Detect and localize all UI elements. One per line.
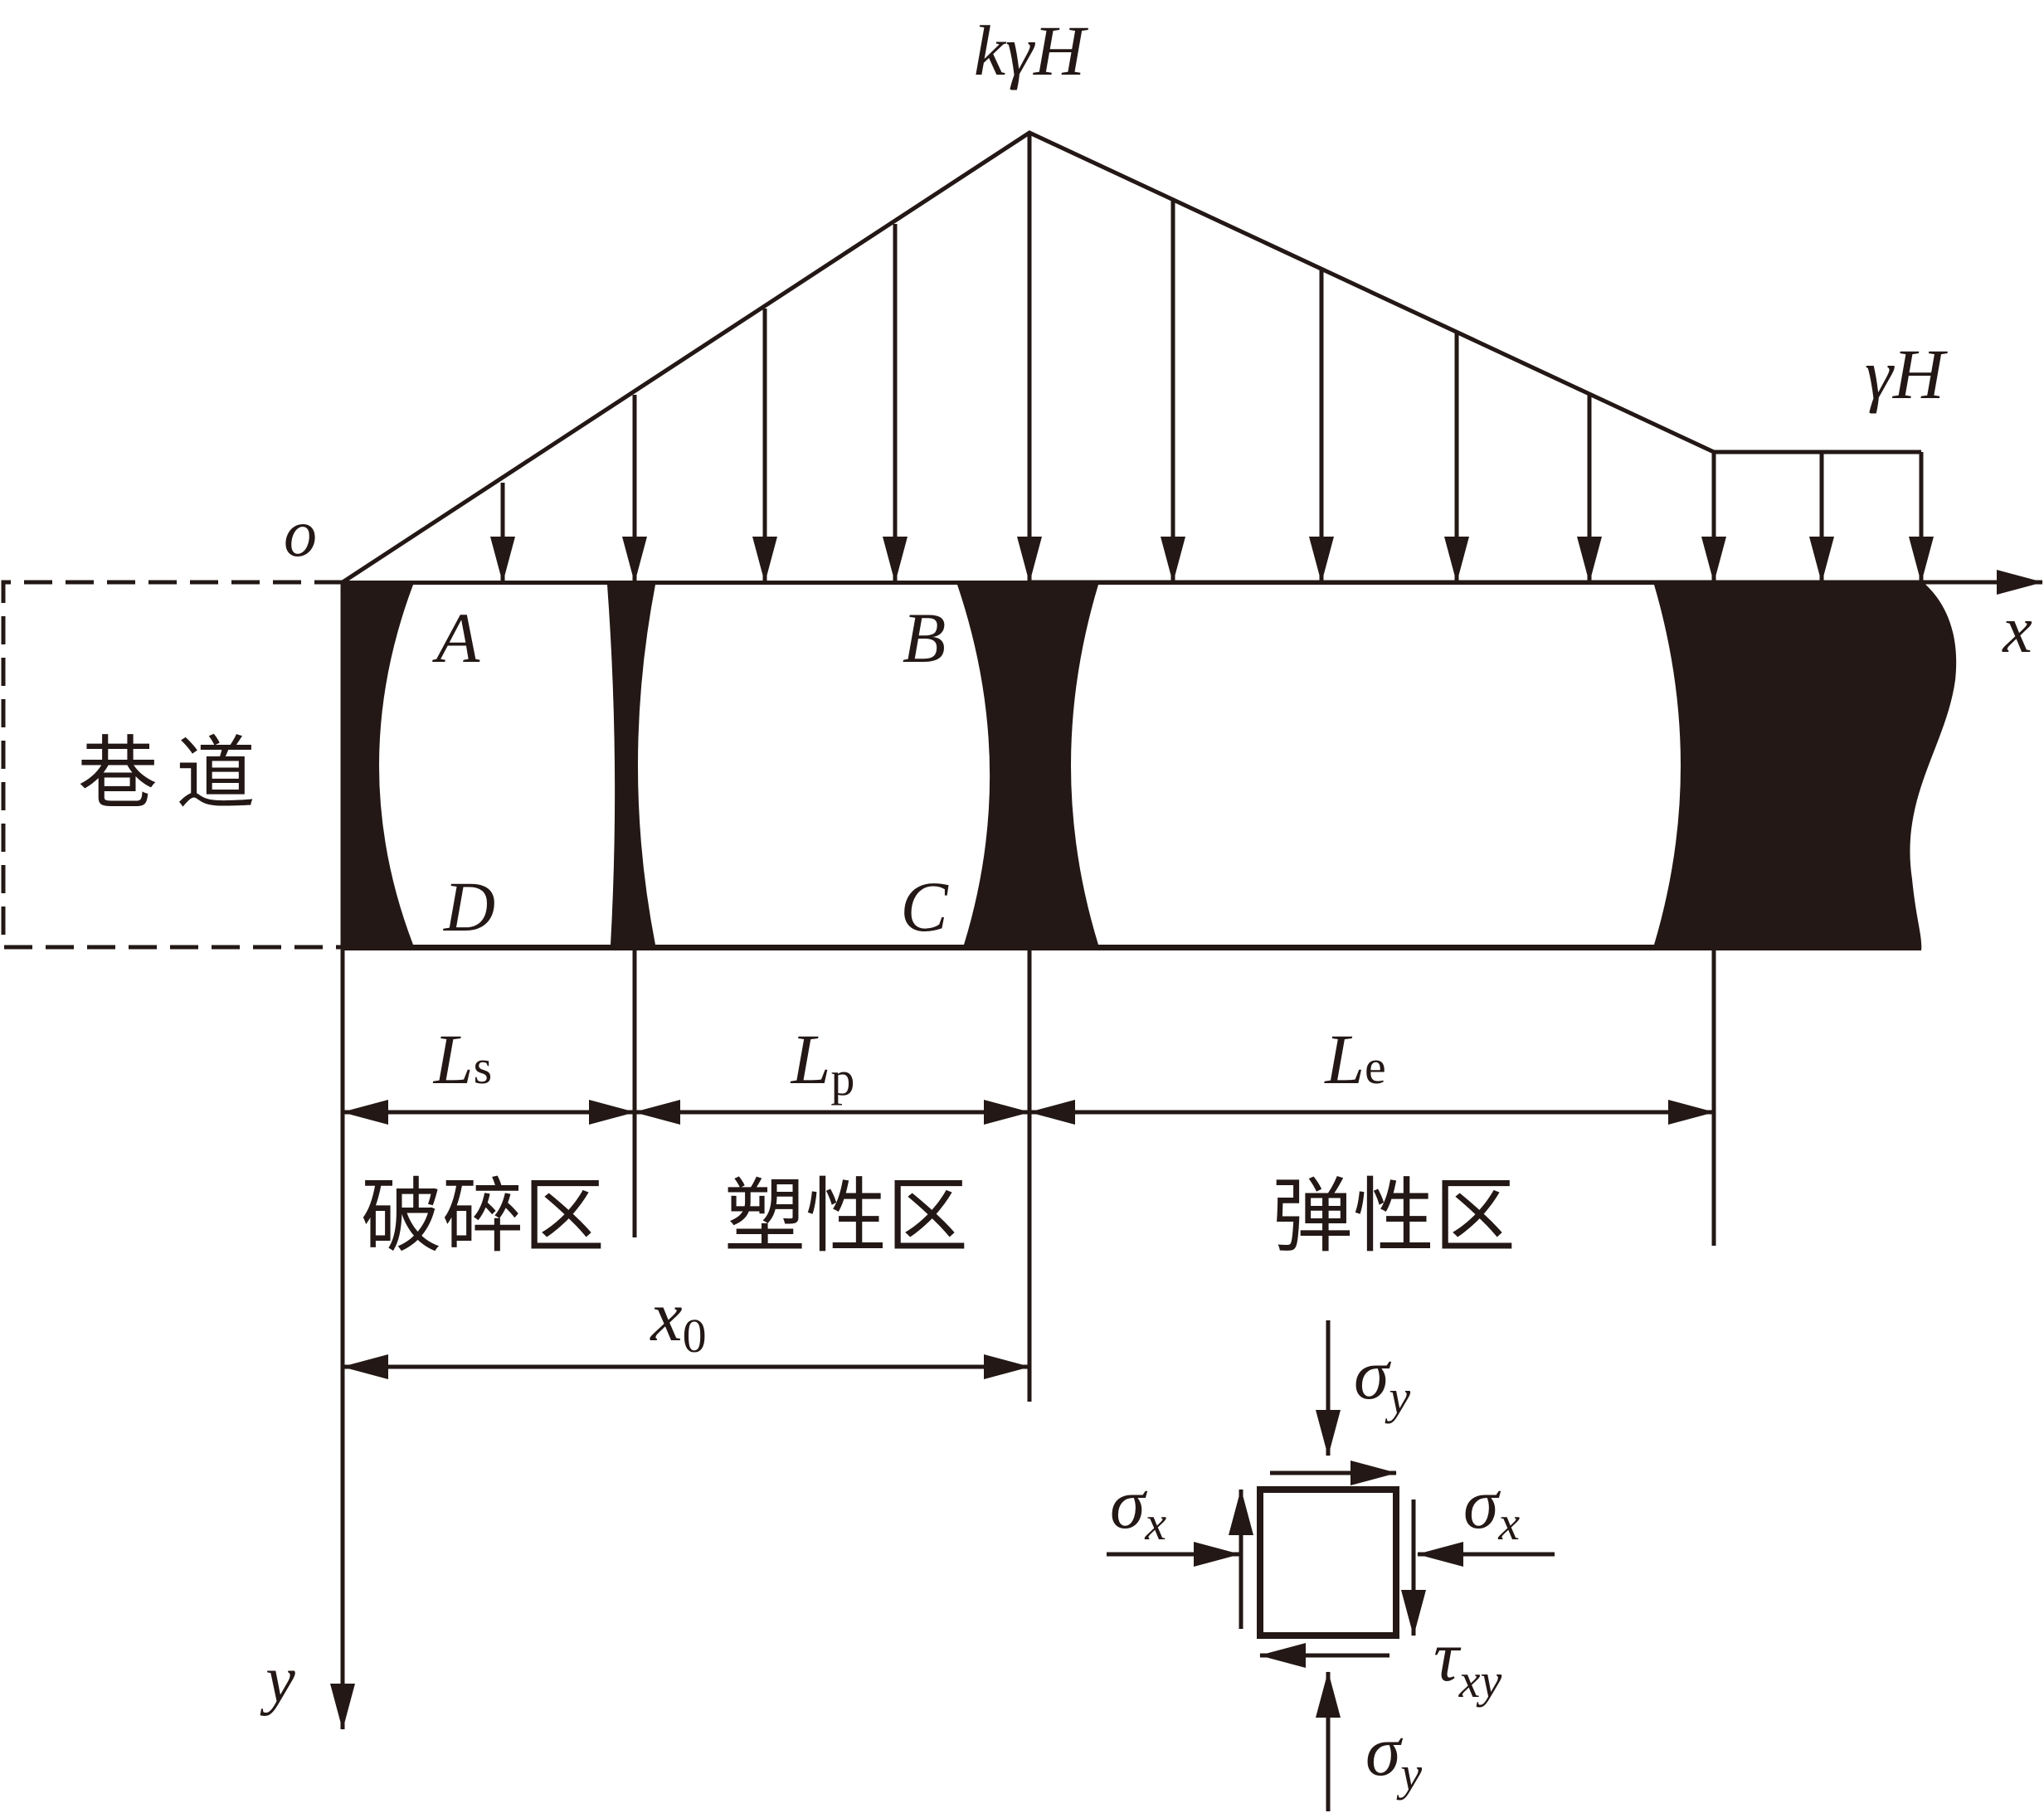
sigma-y-bottom-label: σy [1365,1711,1422,1801]
ls-label: Ls [432,1019,492,1099]
sigma-y-bottom-main: σ [1365,1711,1404,1791]
origin-label: o [284,498,317,571]
tau-xy-sub: xy [1458,1654,1502,1708]
le-main: L [1323,1019,1365,1099]
abutment-load-envelope [341,130,1921,585]
zone-plastic-label: 塑性区 [724,1169,968,1264]
sigma-x-left-sub: x [1144,1496,1166,1550]
tau-xy-label: τxy [1433,1616,1502,1708]
sigma-y-bottom-sub: y [1396,1747,1422,1801]
zone-elastic-label: 弹性区 [1272,1169,1516,1264]
elastic-zone-block [1071,585,1681,945]
point-b-label: B [903,598,947,678]
ls-subscript: s [474,1040,493,1094]
le-subscript: e [1365,1040,1386,1094]
sigma-x-right-sub: x [1497,1496,1520,1550]
x0-subscript: 0 [683,1309,707,1363]
roadway-label: 巷道 [78,727,274,820]
stress-element-square [1257,1486,1399,1639]
x-axis-label: x [2002,594,2032,667]
sigma-y-top-sub: y [1385,1370,1410,1424]
lp-label: Lp [790,1019,855,1106]
x0-label: x0 [649,1276,706,1363]
sigma-x-left-main: σ [1110,1464,1148,1543]
le-label: Le [1323,1019,1386,1099]
sigma-x-right-label: σx [1463,1464,1520,1550]
point-a-label: A [432,598,480,678]
point-c-label: C [900,867,949,946]
sigma-x-left-label: σx [1110,1464,1166,1550]
peak-load-label: kγH [974,11,1088,90]
sigma-x-right-main: σ [1463,1464,1501,1543]
coal-seam [343,581,1957,950]
plastic-zone-block [638,585,990,945]
lp-subscript: p [830,1052,854,1106]
stress-element [1107,1320,1555,1811]
point-d-label: D [443,867,495,946]
tau-xy-main: τ [1433,1616,1462,1696]
zone-broken-label: 破碎区 [361,1169,605,1264]
broken-zone-block [379,585,616,945]
sigma-y-top-label: σy [1354,1334,1410,1424]
y-axis-label: y [260,1644,295,1717]
x0-main: x [649,1276,682,1356]
far-load-label: γH [1865,334,1948,414]
roadway-dashed-outline [1,580,343,950]
lp-main: L [790,1019,831,1099]
sigma-y-top-main: σ [1354,1334,1392,1414]
ls-main: L [432,1019,474,1099]
